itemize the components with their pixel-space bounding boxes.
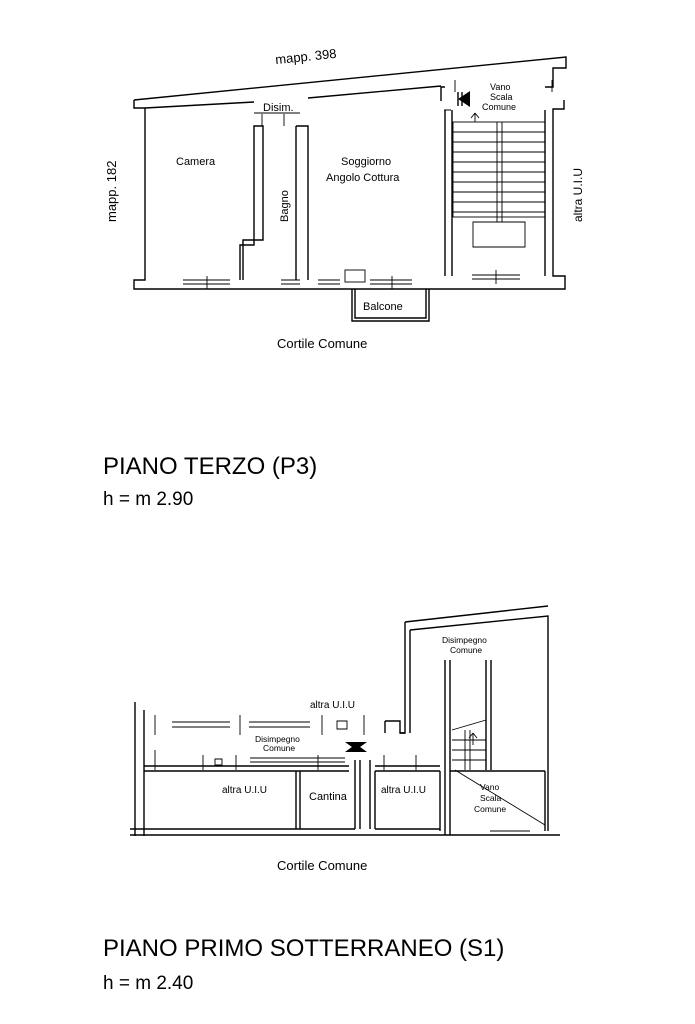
corridor-walls-s1 [130,702,560,836]
stair-p3 [452,112,546,248]
column-p3 [344,269,366,283]
windows-p3 [183,270,520,289]
floor-plan-p3: mapp. 398 mapp. 182 altra U.I.U Camera D… [104,46,585,351]
room-comune-s1: Comune [474,804,506,814]
room-comune: Comune [482,102,516,112]
room-altra-top: altra U.I.U [310,700,355,711]
balcone-outline [351,289,430,322]
room-altra-right: altra U.I.U [381,785,426,796]
room-cantina: Cantina [309,791,348,803]
room-vano: Vano [490,82,510,92]
room-angolo-cottura: Angolo Cottura [326,172,400,184]
room-soggiorno: Soggiorno [341,156,391,168]
room-disimpegno-top: Disimpegno [442,635,487,645]
room-camera: Camera [176,156,216,168]
map-top-label: mapp. 398 [274,46,337,67]
stair-top-marks [444,80,553,111]
floor-height-s1: h = m 2.40 [103,973,194,994]
room-vano-s1: Vano [480,782,499,792]
disim-lines [254,112,300,126]
room-scala-s1: Scala [480,793,502,803]
room-balcone: Balcone [363,301,403,313]
room-disim: Disim. [263,102,294,114]
room-disimpegno-mid: Disimpegno [255,734,300,744]
room-comune-top: Comune [450,645,482,655]
stair-s1 [451,719,546,826]
floor-plan-s1: Disimpegno Comune altra U.I.U Disimpegno… [130,605,560,873]
floor-title-s1: PIANO PRIMO SOTTERRANEO (S1) [103,935,505,962]
floor-title-p3: PIANO TERZO (P3) [103,453,318,480]
stair-wall-p3 [444,110,546,276]
courtyard-label-p3: Cortile Comune [277,336,367,351]
corridor-marks-s1 [154,715,417,770]
room-scala: Scala [490,92,513,102]
room-bagno: Bagno [279,190,291,222]
courtyard-label-s1: Cortile Comune [277,858,367,873]
entrance-arrow-icon [457,91,470,107]
entrance-arrow-icon-s1 [345,742,367,752]
room-altra-left: altra U.I.U [222,785,267,796]
floor-height-p3: h = m 2.90 [103,489,194,510]
inner-top-wall-p3 [144,85,442,109]
room-comune-mid: Comune [263,743,295,753]
right-neighbor-label: altra U.I.U [571,168,585,222]
stair-walls-s1 [444,660,546,835]
bagno-wall [239,125,309,280]
map-left-label: mapp. 182 [104,161,119,222]
